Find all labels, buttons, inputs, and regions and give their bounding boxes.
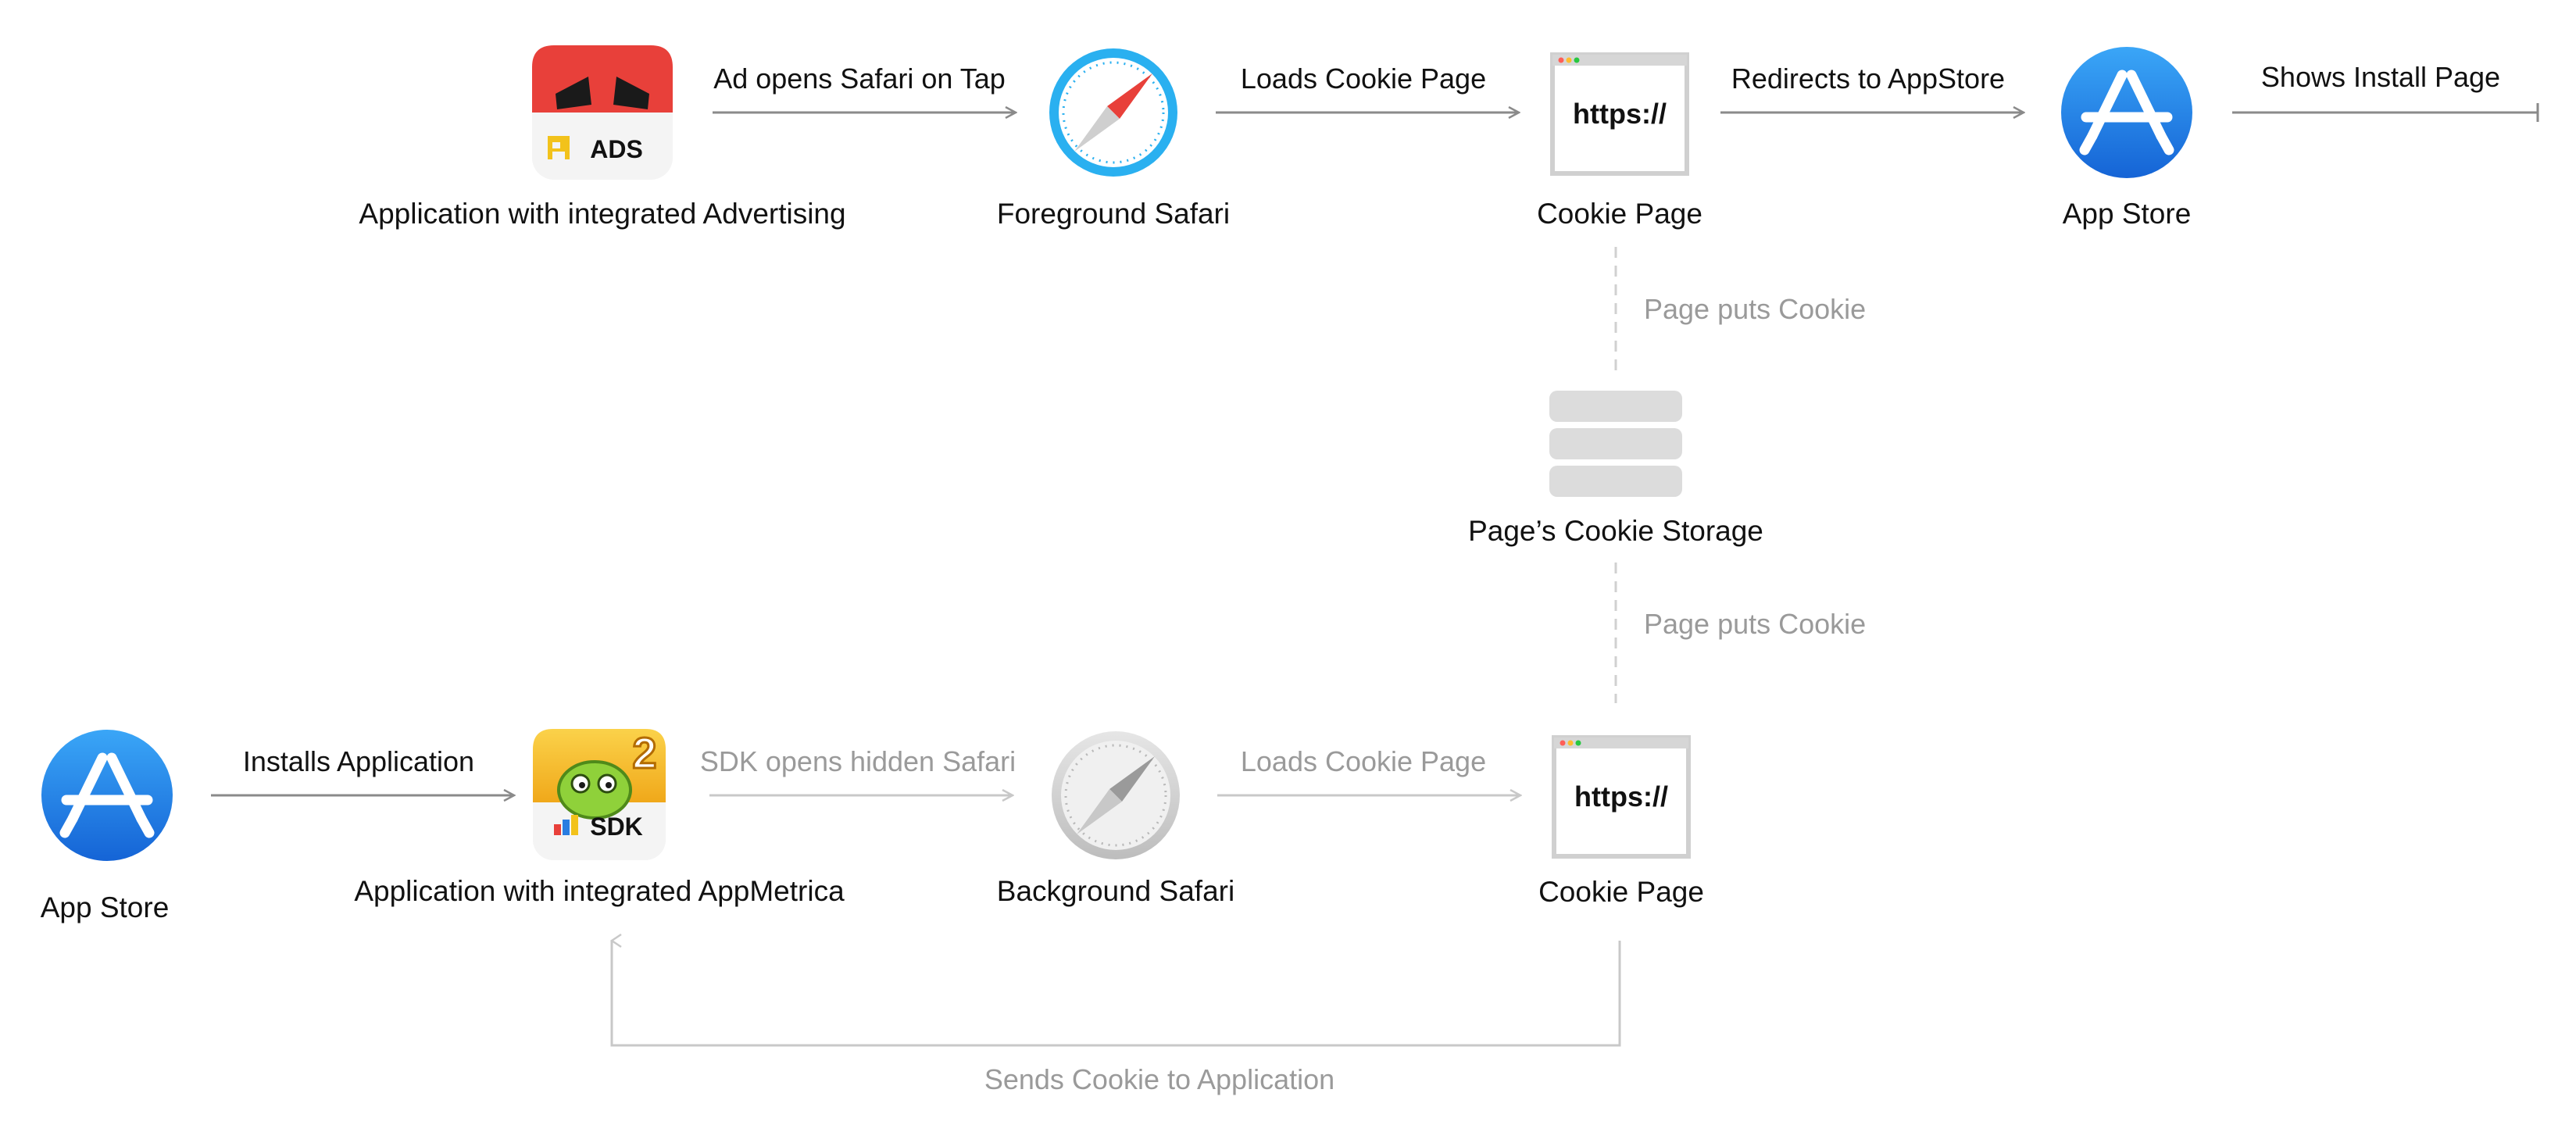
app-store-bottom-label: App Store	[41, 891, 170, 923]
sdk-badge: SDK	[590, 813, 643, 841]
ads-app-label: Application with integrated Advertising	[359, 198, 845, 230]
edge-redirects-label: Redirects to AppStore	[1731, 63, 2005, 95]
edge-loads-top-label: Loads Cookie Page	[1241, 63, 1486, 95]
app-store-icon	[41, 730, 173, 861]
foreground-safari-label: Foreground Safari	[997, 198, 1230, 230]
edge-installs-label: Installs Application	[243, 745, 474, 777]
edge-loads-bottom-label: Loads Cookie Page	[1241, 745, 1486, 777]
safari-compass-icon	[1049, 48, 1177, 177]
cookie-storage-icon	[1549, 391, 1682, 497]
edge-puts-cookie-top-label: Page puts Cookie	[1644, 293, 1866, 325]
app-store-top-label: App Store	[2063, 198, 2192, 230]
cookie-page-url: https://	[1573, 98, 1667, 130]
edge-puts-cookie-bottom-label: Page puts Cookie	[1644, 608, 1866, 640]
background-safari-label: Background Safari	[997, 875, 1234, 907]
browser-window-icon: https://	[1552, 55, 1687, 173]
game-sdk-app-icon: 2 SDK	[533, 727, 666, 860]
edge-sdk-opens-label: SDK opens hidden Safari	[700, 745, 1016, 777]
browser-window-icon: https://	[1554, 738, 1688, 856]
game-badge-number: 2	[632, 728, 656, 777]
app-store-icon	[2061, 47, 2192, 178]
ads-badge: ADS	[590, 135, 643, 163]
cookie-storage-label: Page’s Cookie Storage	[1468, 515, 1763, 547]
edge-shows-install-label: Shows Install Page	[2261, 61, 2500, 93]
edge-sends-cookie-arrow	[612, 941, 1621, 1047]
ads-app-icon: ADS	[532, 45, 673, 180]
background-safari-icon	[1052, 731, 1180, 859]
cookie-page-url: https://	[1574, 780, 1668, 813]
edge-sends-cookie-label: Sends Cookie to Application	[984, 1063, 1334, 1095]
cookie-page-bottom-label: Cookie Page	[1538, 876, 1704, 908]
sdk-app-label: Application with integrated AppMetrica	[354, 875, 845, 907]
edge-ad-opens-label: Ad opens Safari on Tap	[713, 63, 1006, 95]
cookie-page-top-label: Cookie Page	[1537, 198, 1702, 230]
